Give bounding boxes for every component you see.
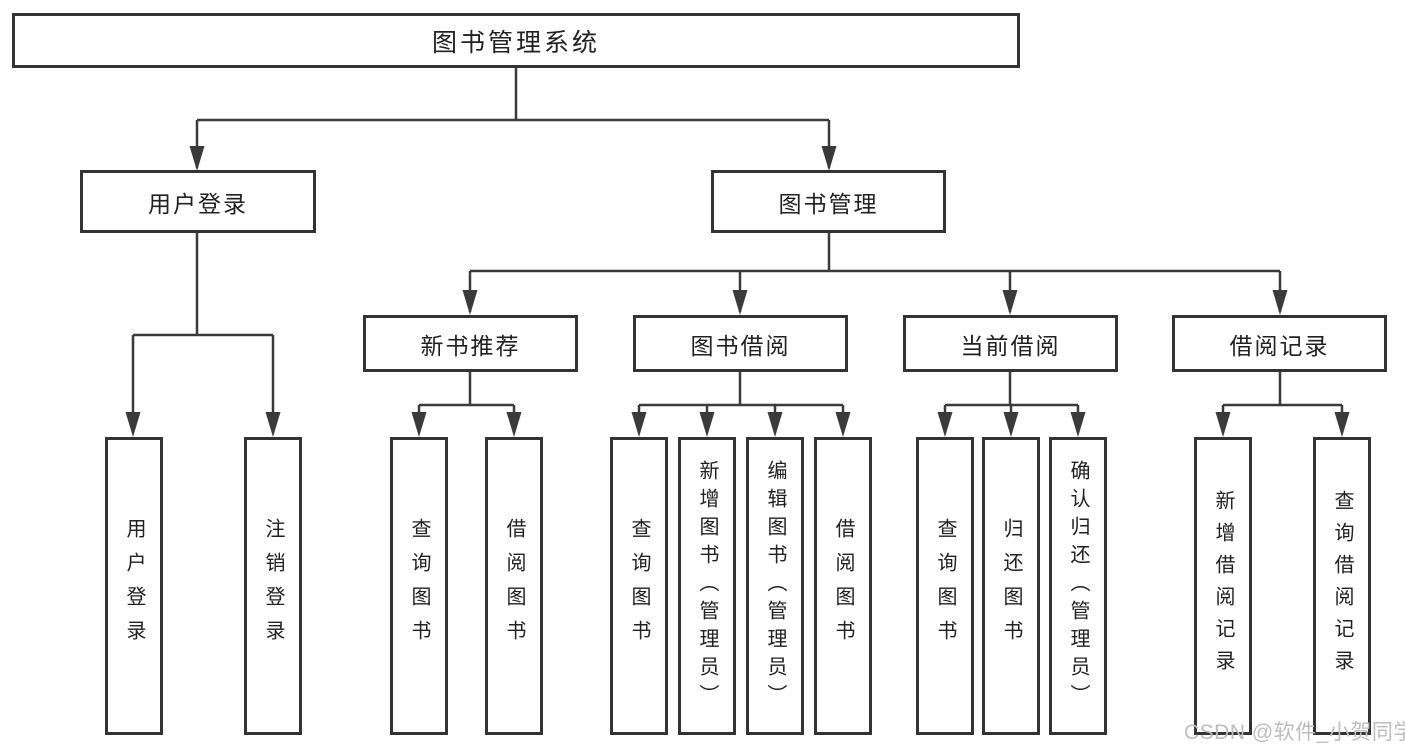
node-new-book-recommendation: 新书推荐 <box>363 315 578 372</box>
node-label: 归还图书 <box>1000 518 1022 654</box>
node-label: 用户登录 <box>123 518 145 654</box>
node-current-borrowing: 当前借阅 <box>903 315 1118 372</box>
node-label: 借阅图书 <box>832 518 854 654</box>
leaf-search-books-recommend: 查询图书 <box>390 437 448 735</box>
node-label: 图书管理系统 <box>431 28 600 57</box>
leaf-search-books-borrow: 查询图书 <box>610 437 668 735</box>
node-label: 查询借阅记录 <box>1331 490 1353 682</box>
node-label: 新增图书（管理员） <box>696 460 718 712</box>
leaf-search-books-current: 查询图书 <box>916 437 974 735</box>
leaf-search-borrow-record: 查询借阅记录 <box>1313 437 1371 735</box>
node-label: 图书借阅 <box>690 332 791 359</box>
node-label: 查询图书 <box>628 518 650 654</box>
node-label: 借阅记录 <box>1229 332 1330 359</box>
leaf-return-books: 归还图书 <box>982 437 1040 735</box>
node-label: 图书管理 <box>778 190 879 217</box>
node-user-login: 用户登录 <box>80 170 316 233</box>
leaf-borrow-books-recommend: 借阅图书 <box>485 437 543 735</box>
node-borrowing-records: 借阅记录 <box>1172 315 1387 372</box>
leaf-user-login: 用户登录 <box>105 437 163 735</box>
node-label: 新书推荐 <box>420 332 521 359</box>
node-label: 借阅图书 <box>503 518 525 654</box>
node-label: 注销登录 <box>262 518 284 654</box>
node-label: 用户登录 <box>148 190 248 217</box>
node-label: 新增借阅记录 <box>1212 490 1234 682</box>
csdn-watermark: CSDN @软件_小贺同学 <box>1184 721 1405 744</box>
node-library-management-system: 图书管理系统 <box>12 13 1020 68</box>
leaf-add-borrow-record: 新增借阅记录 <box>1194 437 1252 735</box>
node-book-management: 图书管理 <box>711 170 946 233</box>
node-book-borrowing: 图书借阅 <box>633 315 848 372</box>
leaf-logout: 注销登录 <box>244 437 302 735</box>
node-label: 查询图书 <box>408 518 430 654</box>
node-label: 查询图书 <box>934 518 956 654</box>
node-label: 确认归还（管理员） <box>1067 460 1089 712</box>
node-label: 当前借阅 <box>960 332 1061 359</box>
leaf-borrow-books: 借阅图书 <box>814 437 872 735</box>
node-label: 编辑图书（管理员） <box>764 460 786 712</box>
leaf-add-books-admin: 新增图书（管理员） <box>678 437 736 735</box>
leaf-edit-books-admin: 编辑图书（管理员） <box>746 437 804 735</box>
leaf-confirm-return-admin: 确认归还（管理员） <box>1049 437 1107 735</box>
